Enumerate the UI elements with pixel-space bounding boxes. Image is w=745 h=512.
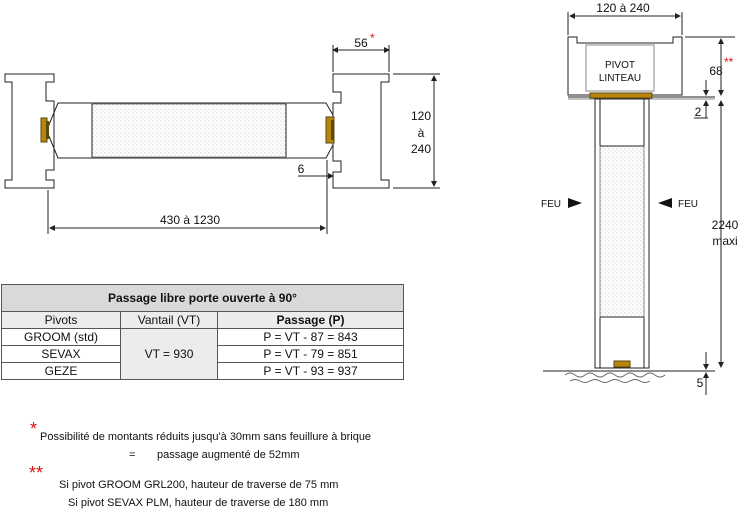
elev-dim-height-top: 2240: [712, 218, 739, 232]
fire-arrow-left: [568, 198, 582, 208]
table-row: GEZE P = VT - 93 = 937: [1, 362, 404, 380]
right-jamb: [332, 73, 390, 189]
note1-eq: =: [129, 449, 136, 461]
plan-dim-width: 430 à 1230: [160, 213, 220, 227]
table-cell-passage: P = VT - 79 = 851: [217, 345, 404, 363]
table-header-vantail: Vantail (VT): [120, 311, 218, 329]
bottom-pivot: [613, 360, 631, 368]
pivot-label-1: PIVOT: [605, 60, 635, 71]
table-cell-pivot: GEZE: [1, 362, 121, 380]
table-row: GROOM (std) VT = 930 P = VT - 87 = 843: [1, 328, 404, 380]
pivot-label-2: LINTEAU: [599, 73, 641, 84]
door-core: [91, 103, 287, 158]
fire-label-left: FEU: [541, 199, 561, 210]
plan-dim-top-mark: *: [370, 31, 375, 45]
table-title: Passage libre porte ouverte à 90°: [1, 284, 404, 312]
panel-core: [599, 145, 645, 318]
plan-view: [4, 45, 440, 234]
fire-label-right: FEU: [678, 199, 698, 210]
note2-line2: Si pivot SEVAX PLM, hauteur de traverse …: [68, 497, 329, 509]
elev-dim-top: 120 à 240: [596, 1, 650, 15]
elev-dim-5: 5: [697, 376, 704, 390]
plan-dim-height-bot: 240: [411, 142, 431, 156]
note2-line1: Si pivot GROOM GRL200, hauteur de traver…: [59, 479, 339, 491]
plan-dim-gap: 6: [298, 162, 305, 176]
table-header-pivots: Pivots: [1, 311, 121, 329]
fire-arrow-right: [658, 198, 672, 208]
elev-dim-68-mark: **: [724, 55, 734, 69]
table-cell-passage: P = VT - 87 = 843: [217, 328, 404, 346]
table-cell-vantail: VT = 930: [120, 328, 218, 380]
top-pivot: [589, 92, 653, 99]
door-leaf: [47, 102, 334, 159]
note1-star: *: [30, 419, 38, 439]
table-cell-passage: P = VT - 93 = 937: [217, 362, 404, 380]
note1-line2: passage augmenté de 52mm: [157, 449, 300, 461]
elev-dim-2: 2: [695, 105, 702, 119]
elev-dim-68: 68: [709, 64, 723, 78]
pivot-box: [585, 44, 655, 92]
note1-line1: Possibilité de montants réduits jusqu'à …: [40, 431, 372, 443]
elev-dim-height-bot: maxi: [712, 234, 737, 248]
table-cell-pivot: SEVAX: [1, 345, 121, 363]
elevation-view: [543, 12, 735, 395]
table-header-passage: Passage (P): [217, 311, 404, 329]
door-panel: [594, 98, 650, 369]
table-cell-pivot: GROOM (std): [1, 328, 121, 346]
table-row: SEVAX P = VT - 79 = 851: [1, 345, 404, 363]
plan-dim-top: 56: [354, 36, 368, 50]
note2-star: **: [29, 463, 44, 483]
ground-texture: [564, 372, 666, 383]
passage-table: Passage libre porte ouverte à 90° Pivots…: [1, 284, 404, 380]
plan-dim-height-top: 120: [411, 109, 431, 123]
left-jamb: [4, 73, 55, 189]
plan-dim-height-mid: à: [418, 126, 425, 140]
